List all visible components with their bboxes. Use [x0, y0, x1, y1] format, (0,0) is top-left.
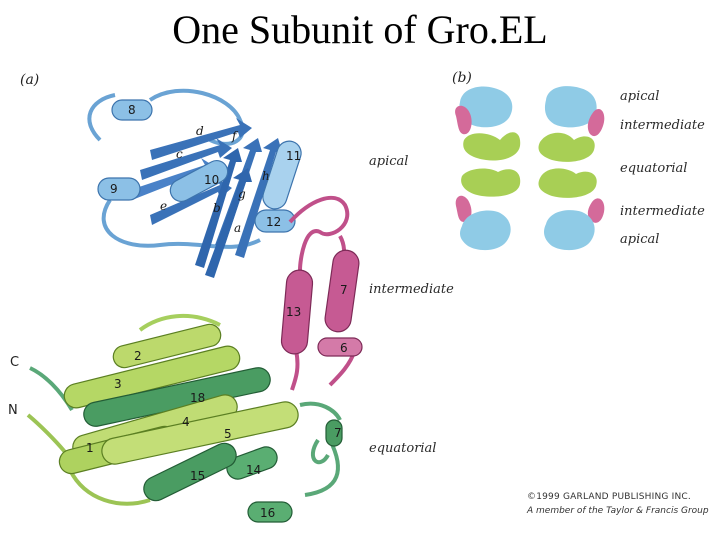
helix-label-9: 9 — [110, 182, 118, 196]
schematic-apical-top-right — [544, 86, 597, 128]
helix-9 — [97, 177, 141, 201]
helix-5 — [101, 401, 299, 465]
strand-label-c: c — [176, 147, 183, 161]
schematic-intermediate-bottom-left — [455, 195, 472, 222]
schematic-apical-bottom-left — [460, 210, 511, 251]
schematic-equatorial-top-left — [463, 132, 521, 161]
strand-d — [140, 138, 232, 180]
helix-14 — [226, 446, 278, 480]
helix-label-10: 10 — [204, 173, 219, 187]
ring-schematic — [455, 86, 605, 251]
helix-7-intermediate — [324, 249, 360, 333]
strand-label-b: b — [213, 201, 221, 215]
strand-label-f: f — [231, 129, 239, 143]
panel-a-label: (a) — [20, 72, 39, 88]
helix-label-15: 15 — [190, 469, 205, 483]
helix-label-2: 2 — [134, 349, 142, 363]
strand-label-g: g — [238, 187, 246, 201]
equatorial-domain — [26, 313, 343, 523]
helix-label-6: 6 — [340, 341, 348, 355]
helix-label-12: 12 — [266, 215, 281, 229]
helix-label-5: 5 — [224, 427, 232, 441]
schematic-equatorial-bottom-left — [461, 168, 521, 197]
helix-13 — [280, 269, 314, 355]
helix-label-4: 4 — [182, 415, 190, 429]
helix-8 — [111, 99, 153, 121]
helix-2 — [112, 323, 222, 369]
domain-label-intermediate: intermediate — [369, 282, 454, 297]
copyright-line: ©1999 GARLAND PUBLISHING INC. — [527, 492, 691, 502]
schematic-equatorial-top-right — [538, 132, 595, 162]
schematic-label-intermediate-top: intermediate — [620, 118, 705, 133]
helix-label-7-intermediate: 7 — [340, 283, 348, 297]
strand-e — [150, 178, 232, 225]
strand-label-h: h — [262, 169, 270, 183]
helix-label-18: 18 — [190, 391, 205, 405]
helix-label-14: 14 — [246, 463, 261, 477]
helix-label-11: 11 — [286, 149, 301, 163]
schematic-label-equatorial: equatorial — [620, 161, 687, 176]
schematic-label-intermediate-bottom: intermediate — [620, 204, 705, 219]
n-terminus-label: N — [8, 403, 18, 418]
c-terminus-label: C — [10, 355, 19, 370]
strand-label-a: a — [234, 221, 241, 235]
helix-label-3: 3 — [114, 377, 122, 391]
helix-11 — [262, 140, 302, 210]
strand-a — [205, 168, 252, 278]
helix-label-7-equatorial: 7 — [334, 426, 342, 440]
publisher-line: A member of the Taylor & Francis Group — [527, 506, 709, 516]
schematic-equatorial-bottom-right — [538, 168, 597, 198]
helix-label-8: 8 — [128, 103, 136, 117]
helix-7-equatorial — [325, 419, 343, 447]
schematic-intermediate-bottom-right — [587, 198, 605, 223]
helix-10 — [169, 160, 229, 202]
helix-12 — [254, 209, 296, 233]
slide-title: One Subunit of Gro.EL — [172, 7, 548, 52]
strand-label-e: e — [160, 199, 167, 213]
helix-label-1: 1 — [86, 441, 94, 455]
strand-f — [150, 118, 252, 160]
helix-15 — [143, 442, 237, 502]
schematic-apical-bottom-right — [544, 210, 595, 251]
schematic-label-apical-bottom: apical — [620, 232, 659, 247]
strand-c — [130, 158, 217, 200]
schematic-intermediate-top-left — [455, 105, 472, 135]
strand-b — [195, 148, 242, 268]
schematic-intermediate-top-right — [587, 108, 605, 137]
domain-label-equatorial: equatorial — [369, 441, 436, 456]
helix-label-13: 13 — [286, 305, 301, 319]
strand-h — [235, 138, 282, 258]
schematic-apical-top-left — [459, 86, 513, 128]
apical-domain — [87, 88, 302, 278]
helix-3 — [63, 345, 241, 409]
panel-b-label: (b) — [452, 70, 472, 86]
schematic-label-apical-top: apical — [620, 89, 659, 104]
helix-label-16: 16 — [260, 506, 275, 520]
domain-label-apical: apical — [369, 154, 408, 169]
helix-16 — [247, 501, 293, 523]
strand-label-d: d — [196, 124, 204, 138]
helix-6 — [317, 337, 363, 357]
intermediate-domain — [280, 195, 363, 391]
